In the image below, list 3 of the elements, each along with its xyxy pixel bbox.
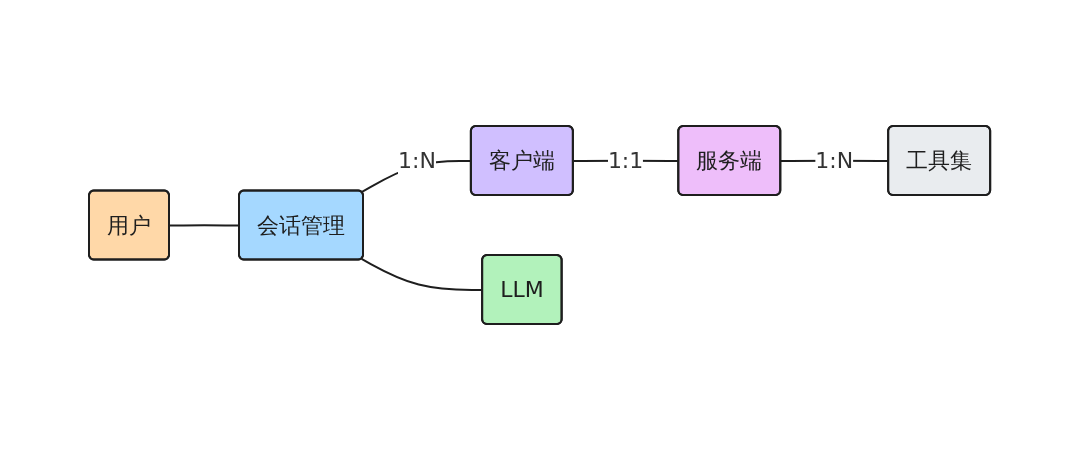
edge-label: 1:1: [608, 147, 644, 173]
edge-label: 1:N: [815, 147, 854, 173]
edge-label: 1:N: [398, 147, 437, 173]
